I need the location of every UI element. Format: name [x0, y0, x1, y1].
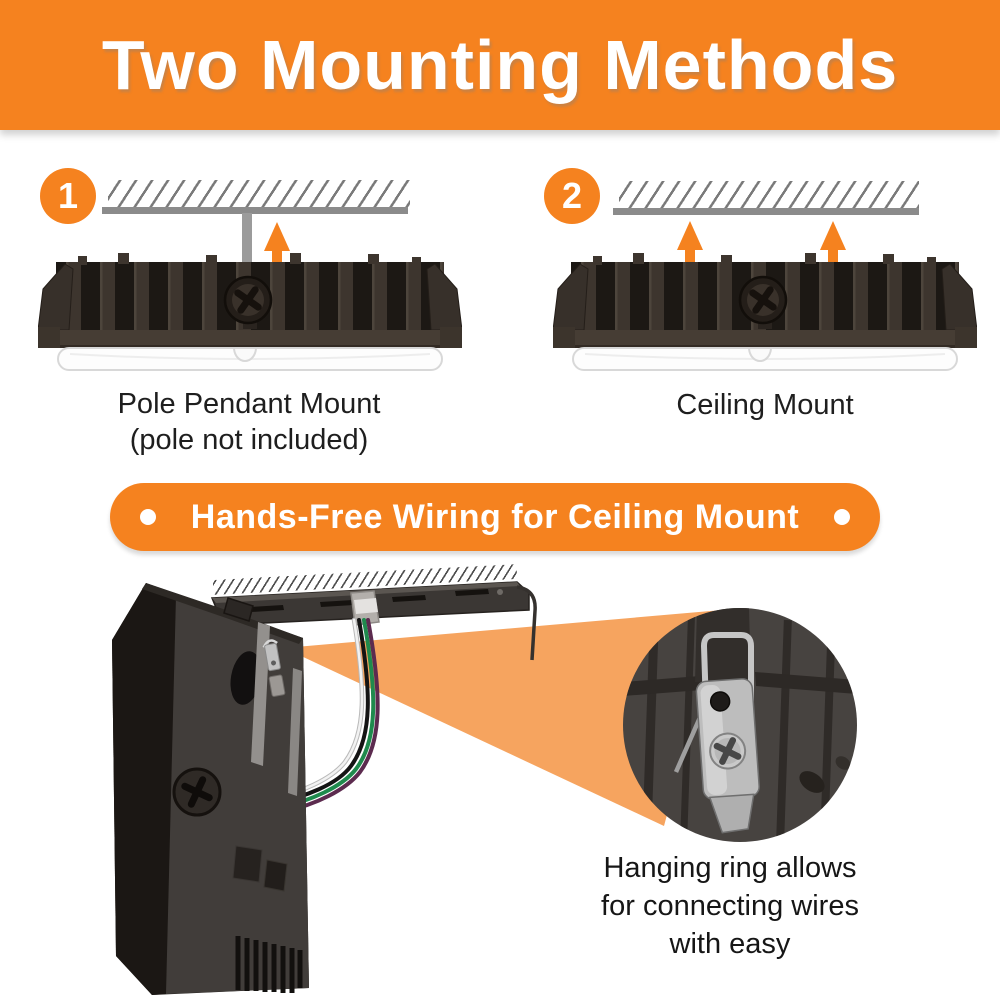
- arrow-head: [264, 222, 290, 251]
- method-1-label-line2: (pole not included): [129, 424, 369, 456]
- method-2-label-line1: Ceiling Mount: [676, 389, 854, 421]
- bottom-fins: [235, 936, 303, 993]
- page-title: Two Mounting Methods: [101, 26, 899, 104]
- arrow-shaft: [828, 250, 838, 269]
- hanging-ring-caption: Hanging ring allows for connecting wires…: [556, 849, 904, 963]
- hanging-ring-wire: [700, 632, 754, 712]
- hatch-lines: [108, 180, 410, 207]
- up-arrow-icon: [677, 221, 703, 269]
- mounting-bracket: [223, 597, 254, 622]
- magnifier-circle: [623, 608, 857, 842]
- tilted-canopy-light: [112, 583, 309, 995]
- wire-sheath: [350, 590, 380, 626]
- method-1-label-line1: Pole Pendant Mount: [117, 388, 381, 420]
- caption-line2: for connecting wires: [601, 890, 859, 922]
- hook-wire: [516, 585, 537, 661]
- up-arrow-icon: [820, 221, 846, 269]
- hatch-lines: [619, 181, 919, 208]
- bullet-dot-icon: [140, 509, 156, 525]
- ceiling-hatch-2-icon: [619, 181, 919, 208]
- ceiling-bar-2: [613, 208, 919, 215]
- arrow-head: [677, 221, 703, 250]
- method-1-number-badge: 1: [40, 168, 96, 224]
- canopy-light-side-view-1: [38, 251, 462, 371]
- method-1-label: Pole Pendant Mount (pole not included): [54, 386, 444, 458]
- arrow-shaft: [272, 251, 282, 270]
- wiring-banner-text: Hands-Free Wiring for Ceiling Mount: [190, 497, 800, 536]
- caption-line3: with easy: [669, 928, 791, 960]
- up-arrow-icon: [264, 222, 290, 270]
- header-banner: Two Mounting Methods: [0, 0, 1000, 130]
- hanging-ring-clip: [695, 678, 760, 834]
- wiring-banner: Hands-Free Wiring for Ceiling Mount: [110, 483, 880, 551]
- magnifier-beam: [284, 610, 722, 826]
- arrow-shaft: [685, 250, 695, 269]
- canopy-light-side-view-2: [553, 251, 977, 371]
- bullet-dot-icon: [834, 509, 850, 525]
- hanging-ring-small: [262, 639, 286, 697]
- ceiling-hatch-1-icon: [108, 180, 410, 207]
- method-2-number-badge: 2: [544, 168, 600, 224]
- ceiling-bar-1: [102, 207, 408, 214]
- arrow-head: [820, 221, 846, 250]
- method-2-label: Ceiling Mount: [570, 387, 960, 423]
- hands-free-wiring-illustration: [112, 581, 857, 995]
- caption-line1: Hanging ring allows: [603, 852, 857, 884]
- pendant-pole: [242, 213, 252, 275]
